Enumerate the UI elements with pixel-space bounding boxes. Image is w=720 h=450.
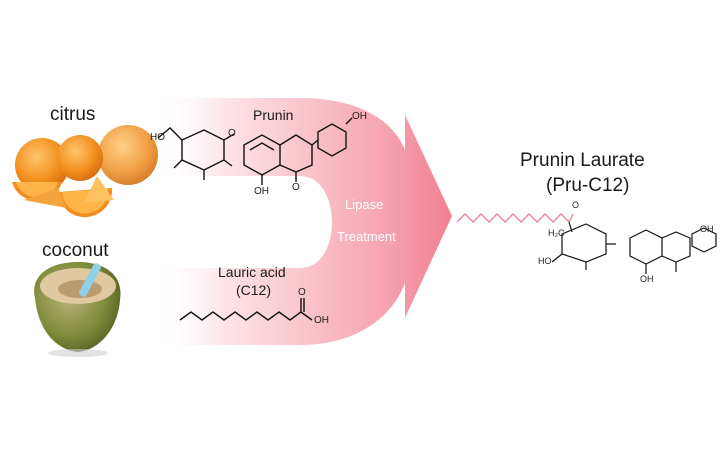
coconut-label: coconut: [42, 240, 109, 261]
product-oh2-label: OH: [700, 224, 714, 234]
lauric-acid-c12-label: (C12): [236, 282, 272, 298]
product-ho-label: HO: [538, 256, 552, 266]
lauric-oh-label: OH: [314, 315, 329, 326]
product-laurate-chain: [456, 213, 570, 223]
product-name-label: Prunin Laurate: [520, 150, 645, 171]
prunin-o-label: O: [228, 128, 236, 139]
prunin-structure: [157, 117, 353, 185]
prunin-ho-label: HO: [150, 132, 165, 143]
prunin-o2-label: O: [292, 182, 300, 193]
prunin-oh-label: OH: [352, 111, 367, 122]
product-o-label: O: [572, 200, 580, 210]
lauric-acid-label: Lauric acid: [218, 264, 286, 280]
arrow-body: [150, 98, 452, 345]
citrus-label: citrus: [50, 104, 96, 125]
citrus-fruits-image: [12, 125, 158, 218]
product-oh-label: OH: [640, 274, 654, 284]
lipase-label: Lipase: [345, 197, 384, 212]
product-ch2-label: H₂C: [548, 228, 565, 238]
lauric-acid-chain: [179, 311, 313, 321]
prunin-label: Prunin: [253, 107, 294, 123]
lauric-o-label: O: [298, 287, 306, 298]
product-structure: [551, 221, 717, 274]
product-abbrev-label: (Pru-C12): [546, 175, 630, 196]
treatment-label: Treatment: [337, 229, 396, 244]
coconut-image: [34, 262, 121, 357]
prunin-oh2-label: OH: [254, 186, 269, 197]
